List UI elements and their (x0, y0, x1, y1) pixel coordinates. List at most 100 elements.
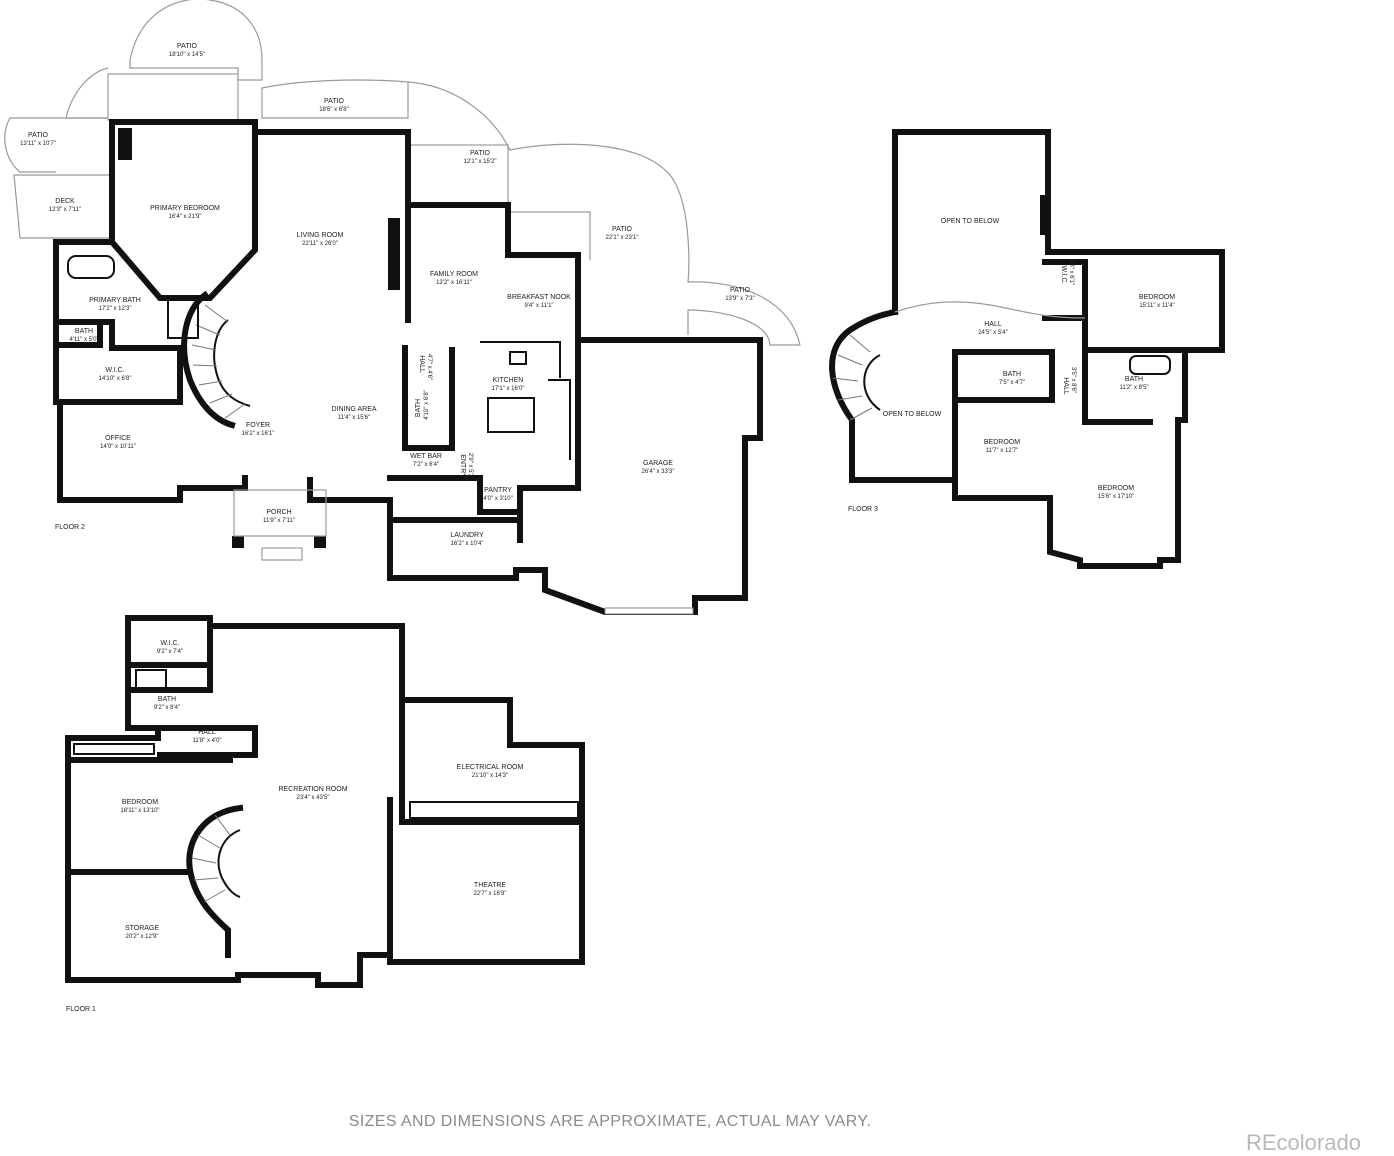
room-name: HALL (418, 355, 425, 373)
room-name: PRIMARY BATH (89, 297, 141, 304)
floor-label: FLOOR 2 (55, 524, 85, 531)
garage-window (604, 607, 694, 615)
room-name: BEDROOM (1098, 485, 1134, 492)
room-name: PANTRY (484, 487, 512, 494)
small-bath-wall (57, 319, 103, 348)
room-name: HALL (1062, 377, 1069, 395)
room-name: BEDROOM (122, 799, 158, 806)
patio-inner-nook (508, 211, 591, 260)
room-dim: 12'3" x 7'11" (49, 207, 81, 213)
room-dim: 17'1" x 16'0" (492, 386, 525, 392)
room-name: W.I.C. (105, 367, 124, 374)
room-name: PRIMARY BEDROOM (150, 205, 220, 212)
room-dim: 17'2" x 12'3" (99, 306, 132, 312)
kitchen-island (487, 397, 535, 433)
room-name: PORCH (266, 509, 291, 516)
room-name: PATIO (612, 226, 633, 233)
floor-3-exterior-wall (829, 129, 1225, 569)
floor-1-wic-wall (125, 623, 213, 693)
floor-1-spiral-stair-wall (186, 804, 244, 958)
floor-3-balcony-rail (894, 301, 1086, 319)
room-name: HALL (198, 729, 216, 736)
primary-shower (167, 297, 199, 339)
room-dim: 21'10" x 14'3" (472, 773, 508, 779)
room-dim: 11'2" x 8'5" (1119, 385, 1148, 391)
room-name: BATH (1125, 376, 1143, 383)
room-name: STORAGE (125, 925, 159, 932)
room-dim: 16'4" x 21'9" (169, 214, 202, 220)
room-dim: 26'4" x 33'3" (642, 469, 675, 475)
room-name: FAMILY ROOM (430, 271, 478, 278)
room-name: OPEN TO BELOW (883, 411, 942, 418)
room-name: DECK (55, 198, 75, 205)
room-dim: 14'0" x 10'11" (100, 444, 136, 450)
patio-outline-left (4, 117, 108, 173)
room-dim: 11'4" x 15'6" (338, 415, 370, 421)
room-dim: 4'11" x 5'0" (69, 337, 98, 343)
hall-bath-wall (402, 345, 455, 451)
patio-inner-rect (107, 73, 239, 121)
laundry-north-wall (387, 497, 523, 523)
floor-3-wall-block (1040, 195, 1048, 235)
room-name: BATH (1003, 371, 1021, 378)
floor-label: FLOOR 3 (848, 506, 878, 513)
room-dim: 9'2" x 8'4" (154, 705, 180, 711)
primary-bathtub (67, 255, 115, 279)
room-name: BEDROOM (1139, 294, 1175, 301)
room-dim: 7'2" x 6'4" (413, 462, 439, 468)
room-name: KITCHEN (493, 377, 524, 384)
floor-3-stair-inner (863, 354, 881, 411)
room-name: PATIO (28, 132, 49, 139)
room-name: THEATRE (474, 882, 506, 889)
floor-3-bathtub (1129, 355, 1171, 375)
brand-watermark: REcolorado (1246, 1130, 1361, 1155)
room-name: LAUNDRY (450, 532, 484, 539)
room-dim: 23'4" x 43'5" (297, 795, 330, 801)
room-name: LIVING ROOM (297, 232, 344, 239)
kitchen-sink (509, 351, 527, 365)
room-name: GARAGE (643, 460, 673, 467)
room-dim: 22'11" x 26'0" (302, 241, 338, 247)
floor-1-exterior-wall (65, 615, 585, 988)
room-dim: 4'0" x 3'10" (483, 496, 513, 502)
room-dim: 9'4" x 11'1" (524, 303, 553, 309)
floor-3-stair-treads (832, 334, 873, 421)
room-name: PATIO (730, 287, 751, 294)
room-name: RECREATION ROOM (278, 786, 347, 793)
room-dim: 22'1" x 23'1" (606, 235, 639, 241)
floor-1-hall-wall (155, 725, 258, 758)
room-dim: 11'8" x 4'0" (192, 738, 221, 744)
stair-treads (191, 304, 246, 419)
room-dim: 3'5" x 8'6" (1070, 367, 1076, 393)
room-name: HALL (984, 321, 1002, 328)
room-dim: 16'2" x 10'4" (451, 541, 484, 547)
patio-inner-right (407, 144, 509, 204)
room-dim: 15'6" x 17'10" (1098, 494, 1134, 500)
room-dim: 4'10" x 6'8" (424, 390, 430, 420)
room-name: DINING AREA (331, 406, 376, 413)
stair-inner-rail (213, 319, 251, 407)
room-dim: 20'2" x 12'9" (126, 934, 159, 940)
room-dim: 13'9" x 7'3" (725, 296, 755, 302)
room-name: BEDROOM (984, 439, 1020, 446)
room-dim: 7'5" x 4'7" (999, 380, 1025, 386)
room-name: BREAKFAST NOOK (507, 294, 571, 301)
room-dim: 22'7" x 16'9" (474, 891, 507, 897)
room-dim: 15'11" x 11'4" (1139, 303, 1174, 309)
floor-1-labels: W.I.C. 9'2" x 7'4" BATH 9'2" x 8'4" HALL… (66, 640, 523, 1013)
floor-1-stair-treads (191, 814, 231, 903)
floor-2-plan (4, 0, 801, 615)
room-name: BATH (158, 696, 176, 703)
room-dim: 11'9" x 7'11" (263, 518, 295, 524)
primary-bedroom-wall (107, 129, 258, 301)
room-dim: 4'8" x 6'1" (1068, 259, 1074, 285)
floor-1-electrical-wall (399, 697, 583, 825)
room-name: ELECTRICAL ROOM (457, 764, 524, 771)
room-name: ENTRY (459, 454, 466, 478)
kitchen-counter (480, 341, 571, 460)
room-name: W.I.C. (160, 640, 179, 647)
patio-outline-top (129, 0, 263, 81)
room-name: BATH (415, 399, 422, 417)
room-dim: 13'2" x 16'11" (436, 280, 472, 286)
